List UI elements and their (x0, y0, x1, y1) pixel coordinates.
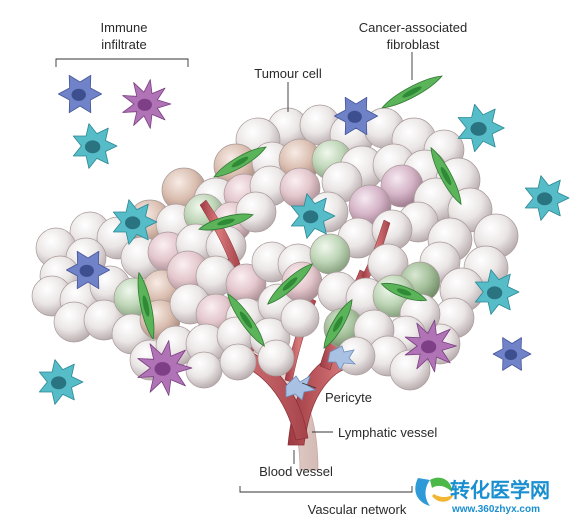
fibroblast (137, 271, 155, 341)
pericyte (285, 345, 357, 401)
immune-infiltrate-label-line1: Immune (101, 20, 148, 35)
tumour-cell (257, 339, 295, 377)
tumour-cell (219, 343, 257, 381)
fibroblast (213, 146, 267, 178)
watermark: 转化医学网 www.360zhyx.com (415, 477, 550, 515)
lymphatic-vessel-label: Lymphatic vessel (338, 425, 437, 440)
fibroblast (227, 292, 265, 348)
immune-cell (38, 359, 84, 405)
caf-label-line1: Cancer-associated (359, 20, 467, 35)
fibroblast (323, 298, 353, 350)
fibroblast (267, 263, 313, 305)
pericyte-label: Pericyte (325, 390, 372, 405)
cancer-associated-fibroblasts (137, 75, 462, 350)
immune-cell (334, 96, 378, 136)
immune-cell (72, 123, 118, 169)
fibroblast (430, 146, 462, 206)
labels: Immune infiltrate Cancer-associated fibr… (101, 20, 468, 517)
immune-cell (524, 175, 570, 221)
immune-cell (66, 250, 110, 290)
leader-lines (55, 52, 413, 493)
watermark-chinese-text: 转化医学网 (450, 478, 550, 502)
immune-cell (137, 340, 193, 396)
immune-cell (492, 337, 532, 371)
immune-cell (122, 79, 172, 129)
blood-vessel-label: Blood vessel (259, 464, 333, 479)
immune-cell (58, 74, 102, 114)
immune-cell (112, 199, 158, 245)
immune-cell (457, 103, 505, 153)
immune-infiltrate-label-line2: infiltrate (101, 37, 147, 52)
watermark-url-text: www.360zhyx.com (451, 504, 540, 515)
tumour-cell (185, 351, 223, 389)
tumour-cell (235, 191, 277, 233)
fibroblast (381, 75, 443, 109)
tumour-cell-label: Tumour cell (254, 66, 322, 81)
vascular-network-label: Vascular network (308, 502, 407, 517)
fibroblast (380, 282, 428, 302)
immune-cell (290, 193, 336, 239)
caf-label-line2: fibroblast (387, 37, 440, 52)
fibroblast (198, 213, 254, 231)
immune-cell (404, 319, 457, 373)
immune-cell (474, 269, 520, 315)
tumour-cell (280, 298, 320, 338)
blood-vessel-branch (199, 199, 241, 269)
immune-infiltrate-cells (38, 74, 570, 405)
watermark-logo-icon (415, 477, 454, 506)
